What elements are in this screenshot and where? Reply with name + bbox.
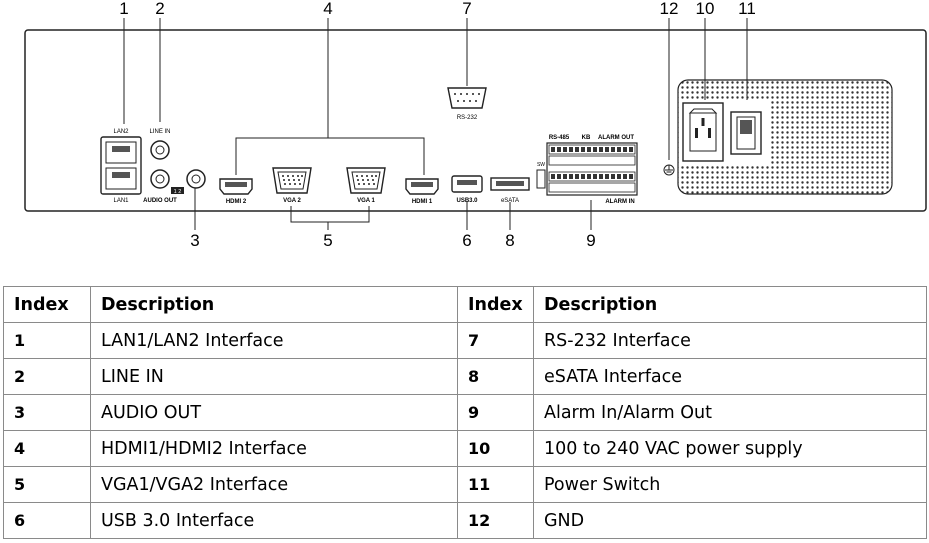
right-index: 9 [457,394,534,431]
right-description: Power Switch [533,466,927,503]
audio-out-label: AUDIO OUT [143,198,177,204]
table-row: 3 AUDIO OUT 9 Alarm In/Alarm Out [3,394,927,431]
table-row: 5 VGA1/VGA2 Interface 11 Power Switch [3,466,927,503]
left-description: VGA1/VGA2 Interface [90,466,458,503]
audio-badge: 1 2 [174,189,182,195]
callout-10: 10 [696,0,715,18]
table-row: 4 HDMI1/HDMI2 Interface 10 100 to 240 VA… [3,430,927,467]
rs232-port: RS-232 [447,87,487,121]
index-description-table: Index Description Index Description 1 LA… [3,286,927,539]
left-index: 6 [3,502,91,539]
power-supply-module [677,79,893,195]
callout-2: 2 [155,0,164,18]
hdmi1-label: HDMI 1 [412,199,433,205]
right-index: 11 [457,466,534,503]
lan-ports: LAN2 LAN1 [100,129,142,204]
left-index: 2 [3,358,91,395]
header-description-right: Description [533,286,927,323]
right-description: RS-232 Interface [533,322,927,359]
callout-6: 6 [462,231,471,250]
left-description: AUDIO OUT [90,394,458,431]
left-description: HDMI1/HDMI2 Interface [90,430,458,467]
alarm-in-label: ALARM IN [605,199,634,205]
left-index: 3 [3,394,91,431]
alarm-terminal-block: RS-485 KB ALARM OUT SW ALARM IN [536,135,638,205]
callout-3: 3 [190,231,199,250]
callout-4: 4 [323,0,332,18]
hdmi2-label: HDMI 2 [226,199,247,205]
lan1-label: LAN1 [113,198,129,204]
line-in-label: LINE IN [149,129,170,135]
hdmi2-port: HDMI 2 [219,178,253,205]
leader-lines [123,18,748,230]
callout-5: 5 [323,231,332,250]
table-row: 2 LINE IN 8 eSATA Interface [3,358,927,395]
right-index: 7 [457,322,534,359]
header-index-left: Index [3,286,91,323]
header-index-right: Index [457,286,534,323]
header-description-left: Description [90,286,458,323]
table-row: 1 LAN1/LAN2 Interface 7 RS-232 Interface [3,322,927,359]
alarm-out-label: ALARM OUT [598,135,634,141]
right-description: Alarm In/Alarm Out [533,394,927,431]
audio-ports: LINE IN 1 2 AUDIO OUT [143,129,206,204]
vga2-port: VGA 2 [272,167,312,204]
gnd-terminal [663,164,675,176]
right-description: GND [533,502,927,539]
callout-8: 8 [505,231,514,250]
right-description: eSATA Interface [533,358,927,395]
callout-12: 12 [660,0,679,18]
right-index: 8 [457,358,534,395]
esata-port: eSATA [490,177,530,204]
kb-label: KB [582,135,591,141]
table-header-row: Index Description Index Description [3,286,927,323]
callout-1: 1 [119,0,128,18]
lan2-label: LAN2 [113,129,129,135]
vga1-port: VGA 1 [346,167,386,204]
left-index: 1 [3,322,91,359]
vga1-label: VGA 1 [357,198,375,204]
left-description: USB 3.0 Interface [90,502,458,539]
right-index: 10 [457,430,534,467]
callout-11: 11 [738,0,756,18]
rear-panel-diagram: 1 2 4 7 12 10 11 3 5 6 8 9 LAN2 LAN1 LIN [24,0,927,250]
table-row: 6 USB 3.0 Interface 12 GND [3,502,927,539]
esata-label: eSATA [501,198,519,204]
left-index: 5 [3,466,91,503]
left-description: LAN1/LAN2 Interface [90,322,458,359]
usb-port: USB3.0 [451,175,483,204]
left-description: LINE IN [90,358,458,395]
callout-7: 7 [462,0,471,18]
rs232-label: RS-232 [457,115,478,121]
usb-label: USB3.0 [456,198,478,204]
hdmi1-port: HDMI 1 [405,178,439,205]
rs485-label: RS-485 [549,135,570,141]
vga2-label: VGA 2 [283,198,301,204]
right-index: 12 [457,502,534,539]
right-description: 100 to 240 VAC power supply [533,430,927,467]
left-index: 4 [3,430,91,467]
sw-label: SW [537,162,545,168]
callout-9: 9 [586,231,595,250]
